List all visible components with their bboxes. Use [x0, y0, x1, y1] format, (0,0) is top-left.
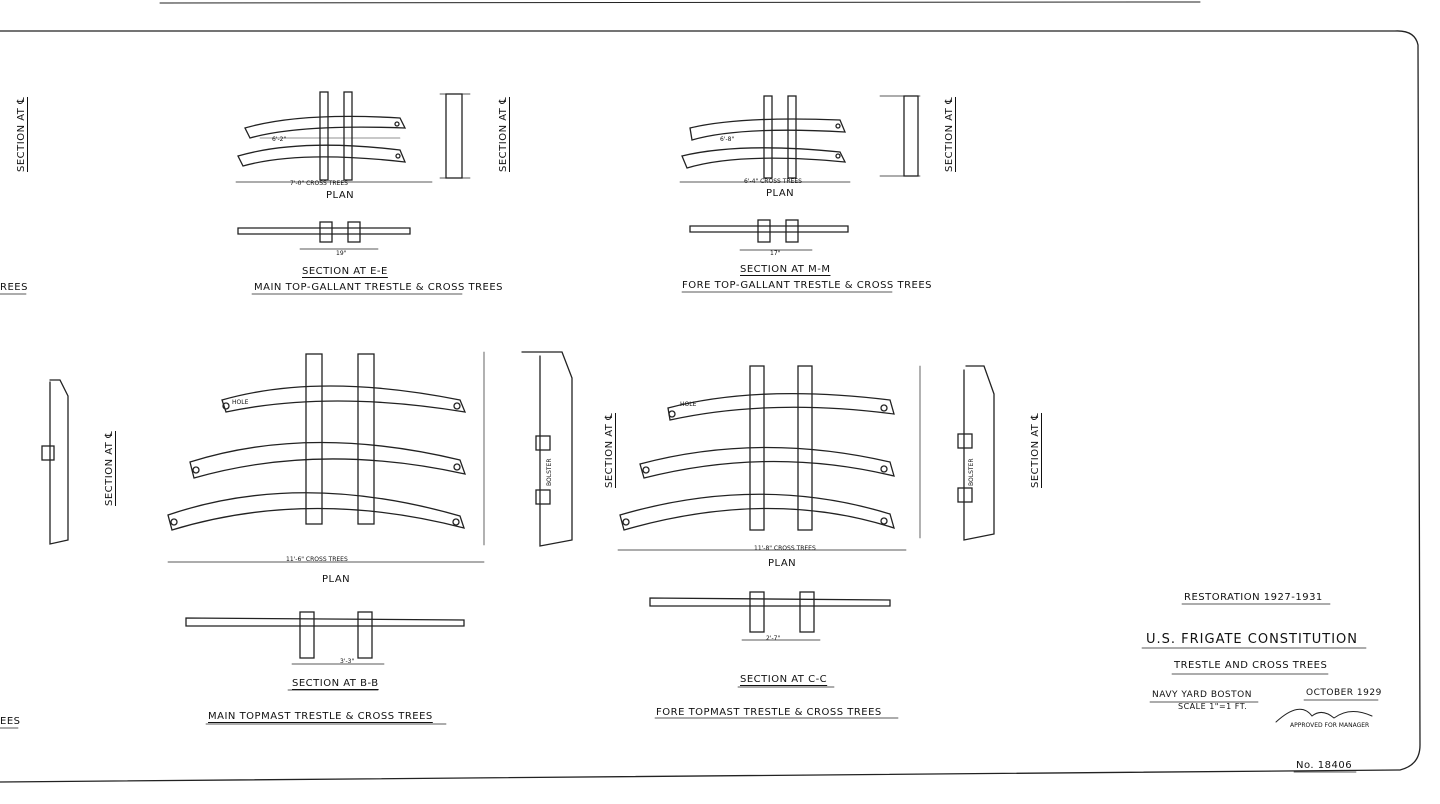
title-approved: APPROVED FOR MANAGER: [1290, 722, 1370, 729]
title-ship: U.S. FRIGATE CONSTITUTION: [1146, 632, 1359, 647]
mm-inner-dim: 6'-8": [720, 136, 735, 143]
mm-plan-dim: 6'-4" CROSS TREES: [744, 178, 802, 185]
bb-plan-label: PLAN: [322, 574, 351, 585]
left-edge-label-2: EES: [0, 716, 21, 727]
cc-section-at-cl: SECTION AT ℄: [1030, 412, 1041, 488]
left-section-at-cl: SECTION AT ℄: [104, 430, 115, 506]
border-top: [0, 30, 1421, 783]
left-section-at-cl-top: SECTION AT ℄: [16, 96, 27, 172]
section-bb-title: SECTION AT B-B: [292, 678, 379, 689]
ee-inner-dim: 6'-2": [272, 136, 287, 143]
ee-section-at-cl: SECTION AT ℄: [498, 96, 509, 172]
mm-section-dim: 17": [770, 250, 781, 257]
ee-plan-dim: 7'-0" CROSS TREES: [290, 180, 348, 187]
bb-section-at-cl: SECTION AT ℄: [604, 412, 615, 488]
section-cc-title: SECTION AT C-C: [740, 674, 828, 685]
main-tg-plan: [235, 91, 471, 183]
main-tg-section-ee: [237, 221, 411, 250]
mm-section-at-cl: SECTION AT ℄: [944, 96, 955, 172]
main-topmast-title: MAIN TOPMAST TRESTLE & CROSS TREES: [208, 711, 433, 722]
main-tg-title: MAIN TOP-GALLANT TRESTLE & CROSS TREES: [254, 282, 504, 293]
fore-tg-section-mm: [689, 219, 849, 251]
section-mm-title: SECTION AT M-M: [740, 264, 831, 275]
mm-plan-label: PLAN: [766, 188, 795, 199]
title-block-lines: [1141, 603, 1379, 773]
title-scale: SCALE 1"=1 FT.: [1178, 702, 1248, 711]
fore-topmast-plan: [617, 365, 995, 551]
top-edge: [159, 1, 1201, 4]
fore-topmast-title: FORE TOPMAST TRESTLE & CROSS TREES: [656, 707, 882, 718]
title-subject: TRESTLE AND CROSS TREES: [1174, 660, 1328, 671]
fore-tg-plan: [679, 95, 921, 183]
left-edge-label-1: REES: [0, 282, 28, 293]
section-ee-title: SECTION AT E-E: [302, 266, 388, 277]
bb-plan-dim: 11'-6" CROSS TREES: [286, 556, 348, 563]
title-restoration: RESTORATION 1927-1931: [1184, 592, 1323, 603]
bb-section-dim: 3'-3": [340, 658, 355, 665]
fore-tg-title: FORE TOP-GALLANT TRESTLE & CROSS TREES: [682, 280, 932, 291]
main-topmast-section-bb: [185, 611, 465, 665]
bb-bolster-label: BOLSTER: [546, 458, 553, 486]
signature-stroke: [1275, 708, 1373, 723]
cc-bolster-label: BOLSTER: [968, 458, 975, 486]
drawing-number: No. 18406: [1296, 760, 1353, 771]
cc-plan-dim: 11'-8" CROSS TREES: [754, 545, 816, 552]
cc-plan-label: PLAN: [768, 558, 797, 569]
ee-plan-label: PLAN: [326, 190, 355, 201]
ee-section-dim: 19": [336, 250, 347, 257]
title-date: OCTOBER 1929: [1306, 688, 1382, 698]
title-yard: NAVY YARD BOSTON: [1152, 690, 1252, 700]
left-partial-section: [0, 293, 69, 729]
fore-topmast-section-cc: [649, 591, 891, 641]
cc-section-dim: 2'-7": [766, 635, 781, 642]
cc-hole-label: HOLE: [680, 401, 697, 408]
main-topmast-plan: [167, 351, 573, 563]
bb-hole-label: HOLE: [232, 399, 249, 406]
